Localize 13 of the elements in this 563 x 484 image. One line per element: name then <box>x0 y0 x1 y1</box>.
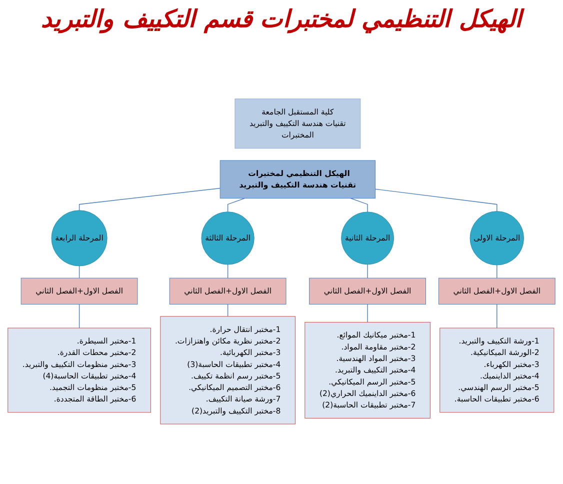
connector <box>78 187 220 210</box>
diagram-title: الهيكل التنظيمي لمختبرات قسم التكييف والتبريد <box>0 4 563 33</box>
connector <box>496 264 498 278</box>
connector <box>227 264 228 278</box>
connector <box>350 197 368 212</box>
connector <box>367 303 368 322</box>
connector <box>78 303 80 328</box>
connector <box>227 303 228 316</box>
connector <box>496 303 498 328</box>
connector <box>367 264 368 278</box>
connector <box>374 188 498 212</box>
connector <box>78 265 80 278</box>
connector <box>227 197 246 212</box>
